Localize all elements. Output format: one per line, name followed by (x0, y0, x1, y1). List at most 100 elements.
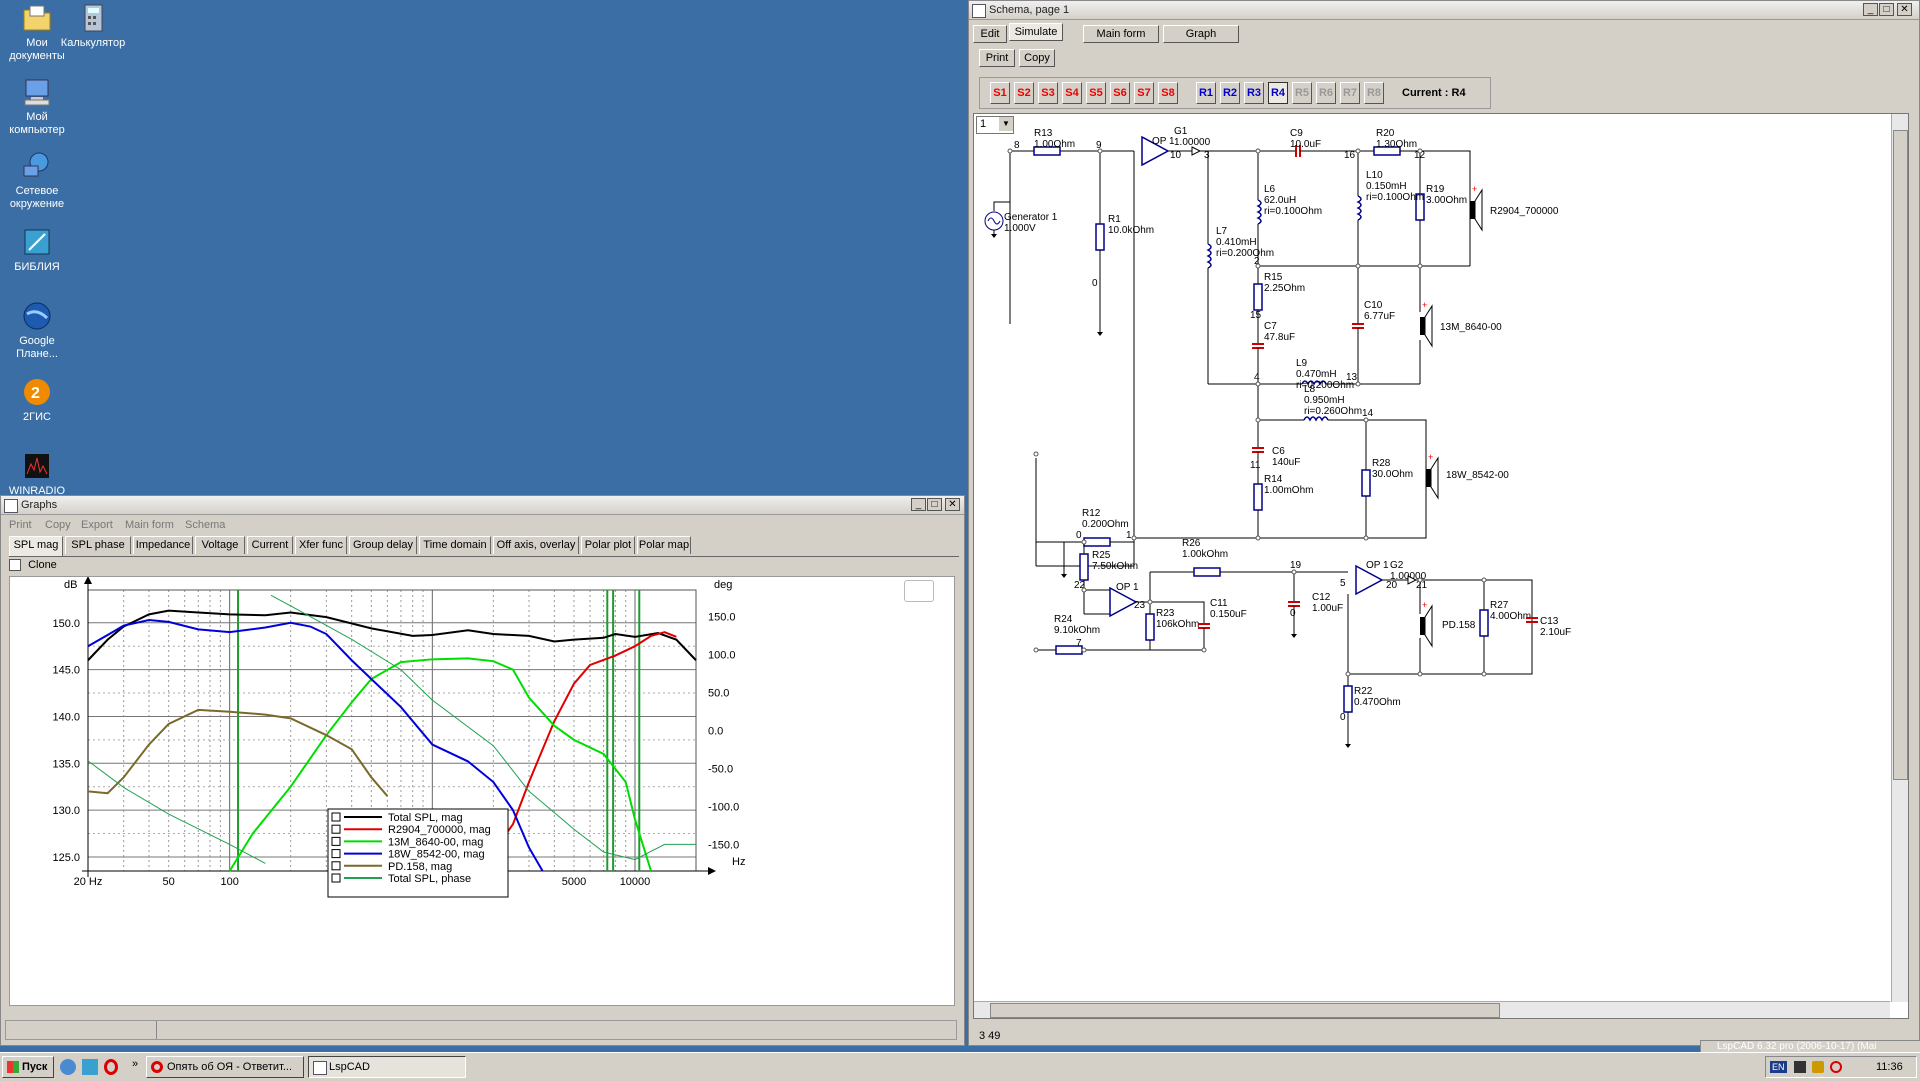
r6-button[interactable]: R6 (1316, 82, 1336, 104)
desktop-icon-calculator[interactable]: Калькулятор (58, 2, 128, 50)
component-ri: ri=0.100Ohm (1366, 192, 1424, 203)
node-dot (1131, 535, 1137, 541)
s2-button[interactable]: S2 (1014, 82, 1034, 104)
tab-group-delay[interactable]: Group delay (349, 536, 417, 554)
desktop-icon-label: Мои документы (9, 37, 65, 62)
legend-checkbox (331, 861, 341, 871)
legend-label: R2904_700000, mag (388, 824, 491, 836)
browser-icon[interactable] (60, 1059, 76, 1075)
tab-off-axis-overlay[interactable]: Off axis, overlay (493, 536, 579, 554)
close-icon[interactable]: ✕ (945, 498, 960, 511)
chart-corner-button[interactable] (904, 580, 934, 602)
node-number: 13 (1346, 372, 1358, 383)
bible-icon (21, 226, 53, 258)
horizontal-scrollbar[interactable] (974, 1001, 1890, 1018)
component-value: 10.0kOhm (1108, 225, 1154, 236)
clone-checkbox[interactable] (9, 559, 21, 572)
graphs-titlebar[interactable]: Graphs _ □ ✕ (1, 496, 964, 515)
tab-impedance[interactable]: Impedance (133, 536, 193, 554)
tab-voltage[interactable]: Voltage (195, 536, 245, 554)
tray-volume-icon[interactable] (1812, 1061, 1824, 1073)
tab-time-domain[interactable]: Time domain (419, 536, 491, 554)
google-earth-quicklaunch-icon[interactable] (82, 1059, 98, 1075)
r8-button[interactable]: R8 (1364, 82, 1384, 104)
opera-icon[interactable] (104, 1059, 118, 1075)
speaker-13m (1424, 304, 1433, 348)
s3-button[interactable]: S3 (1038, 82, 1058, 104)
menu-schema[interactable]: Schema (185, 519, 226, 531)
tab-spl-phase[interactable]: SPL phase (65, 536, 131, 554)
tray-app-icon[interactable] (1794, 1061, 1806, 1073)
language-indicator[interactable]: EN (1770, 1061, 1787, 1073)
task-lspcad[interactable]: LspCAD (308, 1056, 466, 1078)
tab-spl-mag[interactable]: SPL mag (9, 536, 63, 556)
speaker-r2904 (1470, 201, 1475, 219)
desktop-icon-my-documents[interactable]: Мои документы (2, 2, 72, 63)
legend-label: Total SPL, phase (388, 873, 471, 885)
scrollbar-thumb[interactable] (990, 1003, 1500, 1018)
node-dot (1097, 148, 1103, 154)
s1-button[interactable]: S1 (990, 82, 1010, 104)
schema-titlebar[interactable]: Schema, page 1 _ □ ✕ (969, 1, 1919, 20)
desktop-icon-label: Калькулятор (60, 37, 126, 49)
component-value: 2.10uF (1540, 627, 1571, 638)
menu-main-form[interactable]: Main form (1083, 25, 1159, 43)
x-tick-label: 10000 (620, 876, 651, 888)
chevron-down-icon[interactable]: ▼ (999, 117, 1013, 131)
menu-print[interactable]: Print (9, 519, 32, 531)
component-value: 7.50kOhm (1092, 561, 1138, 572)
menu-copy[interactable]: Copy (45, 519, 71, 531)
tab-xfer-func[interactable]: Xfer func (295, 536, 347, 554)
tray-opera-icon[interactable] (1830, 1061, 1842, 1073)
desktop-icon-label: Мой компьютер (9, 111, 65, 136)
start-button[interactable]: Пуск (2, 1056, 54, 1078)
desktop-icon-bible[interactable]: БИБЛИЯ (2, 226, 72, 274)
menu-main-form[interactable]: Main form (125, 519, 174, 531)
s7-button[interactable]: S7 (1134, 82, 1154, 104)
y2-tick-label: -100.0 (708, 801, 739, 813)
r3-button[interactable]: R3 (1244, 82, 1264, 104)
minimize-icon[interactable]: _ (1863, 3, 1878, 16)
scrollbar-thumb[interactable] (1893, 130, 1908, 780)
desktop-icon-network[interactable]: Сетевое окружение (2, 150, 72, 211)
r4-button[interactable]: R4 (1268, 82, 1288, 104)
tab-polar-plot[interactable]: Polar plot (581, 536, 635, 554)
s6-button[interactable]: S6 (1110, 82, 1130, 104)
minimize-icon[interactable]: _ (911, 498, 926, 511)
vertical-scrollbar[interactable] (1891, 114, 1908, 1002)
desktop-icon-my-computer[interactable]: Мой компьютер (2, 76, 72, 137)
s5-button[interactable]: S5 (1086, 82, 1106, 104)
y2-axis-title: deg (714, 579, 732, 591)
taskbar: Пуск » Опять об ОЯ - Ответит... LspCAD E… (0, 1052, 1920, 1081)
menu-edit[interactable]: Edit (973, 25, 1007, 43)
desktop-icon-2gis[interactable]: 2 2ГИС (2, 376, 72, 424)
menu-simulate[interactable]: Simulate (1009, 23, 1063, 41)
component-value: 106kOhm (1156, 619, 1199, 630)
menu-export[interactable]: Export (81, 519, 113, 531)
s4-button[interactable]: S4 (1062, 82, 1082, 104)
maximize-icon[interactable]: □ (927, 498, 942, 511)
r7-button[interactable]: R7 (1340, 82, 1360, 104)
r1-button[interactable]: R1 (1196, 82, 1216, 104)
quicklaunch-chevron-icon[interactable]: » (132, 1058, 139, 1070)
tab-polar-map[interactable]: Polar map (637, 536, 691, 554)
tab-current[interactable]: Current (247, 536, 293, 554)
buffer-g2 (1407, 575, 1418, 585)
r2-button[interactable]: R2 (1220, 82, 1240, 104)
desktop-icon-winradio[interactable]: WINRADIO (2, 450, 72, 498)
page-select[interactable]: 1 ▼ (976, 116, 1014, 134)
close-icon[interactable]: ✕ (1897, 3, 1912, 16)
y-axis-title: dB (64, 579, 77, 591)
s8-button[interactable]: S8 (1158, 82, 1178, 104)
copy-button[interactable]: Copy (1019, 49, 1055, 67)
menu-graph[interactable]: Graph (1163, 25, 1239, 43)
task-opera[interactable]: Опять об ОЯ - Ответит... (146, 1056, 304, 1078)
my-documents-icon (21, 2, 53, 34)
print-button[interactable]: Print (979, 49, 1015, 67)
component-value: 0.950mH (1304, 395, 1345, 406)
r5-button[interactable]: R5 (1292, 82, 1312, 104)
maximize-icon[interactable]: □ (1879, 3, 1894, 16)
desktop-icon-google-earth[interactable]: Google Плане... (2, 300, 72, 361)
